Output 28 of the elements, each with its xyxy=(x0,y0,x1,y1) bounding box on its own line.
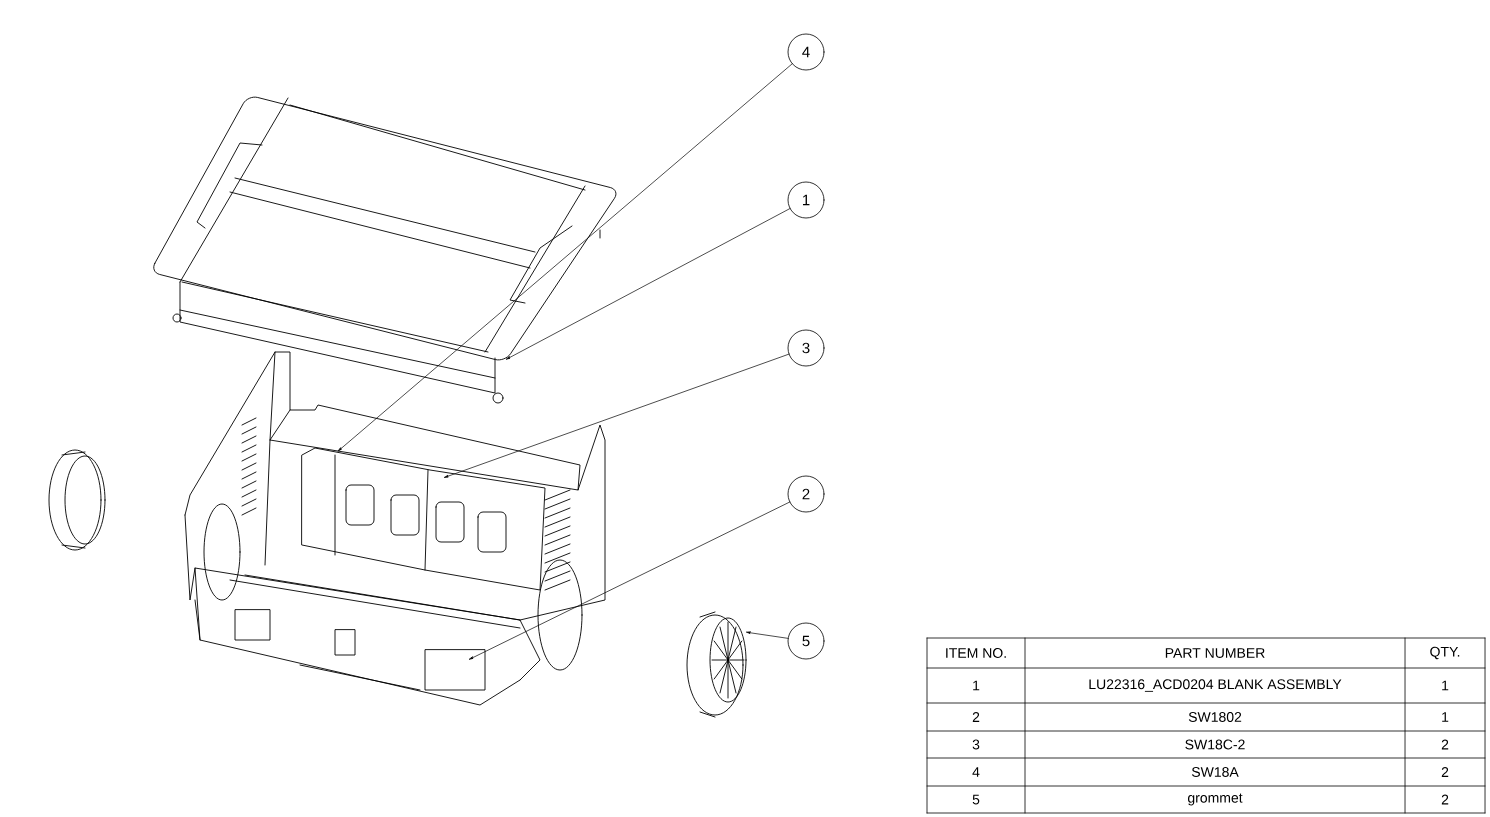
table-text: 5 xyxy=(972,794,980,805)
table-text: 2 xyxy=(1441,794,1449,805)
leader-line xyxy=(337,63,793,452)
leader-line xyxy=(746,631,789,639)
column-header: ITEM NO. xyxy=(946,648,1006,658)
table-text: SW18C-2 xyxy=(1185,739,1245,750)
table-text: SW1802 xyxy=(1188,712,1242,722)
table-text: 1 xyxy=(1442,680,1449,691)
table-text: 2 xyxy=(1441,739,1449,750)
column-header: PART NUMBER xyxy=(1165,648,1265,658)
callout-number: 4 xyxy=(787,33,825,71)
leader-line xyxy=(506,208,791,360)
callout-number: 1 xyxy=(787,181,825,219)
column-header: QTY. xyxy=(1430,646,1460,660)
leader-line xyxy=(469,501,791,660)
table-text: SW18A xyxy=(1191,767,1239,777)
table-text: LU22316_ACD0204 BLANK ASSEMBLY xyxy=(1089,679,1342,692)
table-text: 4 xyxy=(972,767,980,777)
callout-number: 2 xyxy=(787,475,825,513)
table-text: 2 xyxy=(1441,767,1449,777)
table-text: grommet xyxy=(1188,793,1243,806)
table-text: 1 xyxy=(1442,712,1449,722)
table-text: 2 xyxy=(972,712,980,722)
leader-line xyxy=(444,353,790,478)
callout-number: 3 xyxy=(787,329,825,367)
table-text: 3 xyxy=(972,739,980,750)
callout-number: 5 xyxy=(787,622,825,660)
table-text: 1 xyxy=(973,680,980,691)
